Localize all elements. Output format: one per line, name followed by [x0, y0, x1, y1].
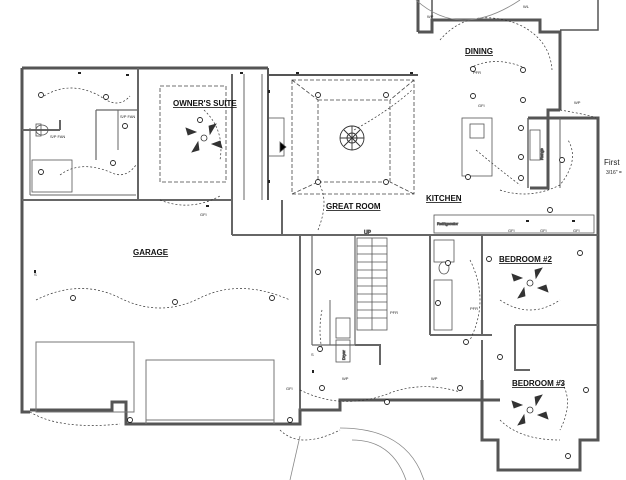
note-gfi-kitchen: GFI: [478, 103, 485, 108]
great-room-tray-ceiling: [291, 79, 415, 195]
svg-text:Dryer: Dryer: [341, 350, 346, 360]
room-label-kitchen: KITCHEN: [426, 194, 462, 203]
receptacles: [34, 72, 575, 373]
garage-doors: [35, 341, 275, 424]
note-gfi-garage: GFI: [200, 212, 207, 217]
circuit-wiring: [29, 17, 597, 441]
note-gfi-counter1: GFI: [508, 228, 515, 233]
room-labels: DINING OWNER'S SUITE GREAT ROOM KITCHEN …: [133, 47, 565, 388]
owners-suite-tray: [159, 85, 227, 183]
room-label-garage: GARAGE: [133, 248, 169, 257]
ceiling-fan-bedroom2: [511, 267, 549, 299]
sheet-title: First: [604, 158, 620, 167]
room-label-dining: DINING: [465, 47, 493, 56]
note-wp-front2: WP: [431, 376, 438, 381]
ceiling-medallion: [339, 125, 365, 151]
note-wp-right: WP: [574, 100, 581, 105]
svg-text:UP: UP: [364, 230, 372, 236]
bath-fixtures: [31, 123, 455, 331]
note-pfr-dining: PFR: [473, 70, 481, 75]
note-s-laundry: S: [311, 352, 314, 357]
note-s-garage: S: [34, 272, 37, 277]
sheet-scale: 3/16" =: [606, 170, 622, 176]
laundry: Dryer: [335, 317, 351, 363]
note-wp-dining: WP: [427, 14, 434, 19]
note-pfr-bed2: PFR: [470, 306, 478, 311]
interior-walls: [22, 68, 598, 410]
ceiling-fan-bedroom3: [511, 394, 549, 426]
kitchen-island: Refrigerator Range: [433, 117, 595, 234]
svg-text:Refrigerator: Refrigerator: [437, 221, 459, 226]
note-sp-fan1: S/P FAN: [50, 134, 65, 139]
room-label-bedroom3: BEDROOM #3: [512, 379, 565, 388]
site-lines: [289, 0, 521, 480]
staircase: UP: [356, 230, 388, 331]
note-sp-fan2: S/P FAN: [120, 114, 135, 119]
room-label-owners-suite: OWNER'S SUITE: [173, 99, 237, 108]
room-label-bedroom2: BEDROOM #2: [499, 255, 552, 264]
ceiling-lights: [38, 66, 589, 459]
note-pfr-stairs: PFR: [390, 310, 398, 315]
note-gfi-counter2: GFI: [540, 228, 547, 233]
room-label-great-room: GREAT ROOM: [326, 202, 381, 211]
note-gfi-front: GFI: [286, 386, 293, 391]
electrical-notes: WP WL WP PFR GFI GFI GFI GFI GFI S/P FAN…: [34, 4, 581, 391]
note-wp-front: WP: [342, 376, 349, 381]
fireplace: [267, 117, 287, 157]
note-wl: WL: [523, 4, 530, 9]
note-gfi-counter3: GFI: [573, 228, 580, 233]
ceiling-fan-owners: [185, 123, 223, 153]
svg-text:Range: Range: [539, 147, 544, 160]
